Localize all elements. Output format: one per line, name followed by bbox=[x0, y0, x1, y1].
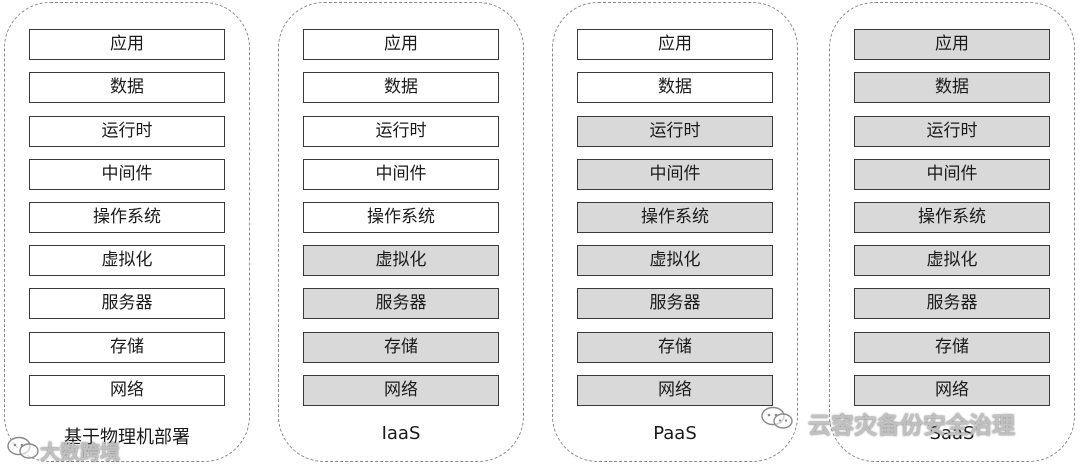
column-saas: 应用 数据 运行时 中间件 操作系统 虚拟化 服务器 存储 网络 SaaS bbox=[829, 2, 1075, 462]
layer-data: 数据 bbox=[303, 72, 499, 103]
layer-runtime: 运行时 bbox=[303, 116, 499, 147]
column-label: PaaS bbox=[653, 423, 697, 444]
layer-storage: 存储 bbox=[303, 332, 499, 363]
column-label: IaaS bbox=[381, 423, 421, 444]
layer-servers: 服务器 bbox=[854, 288, 1050, 319]
column-physical: 应用 数据 运行时 中间件 操作系统 虚拟化 服务器 存储 网络 基于物理机部署 bbox=[4, 2, 250, 462]
layer-middleware: 中间件 bbox=[854, 159, 1050, 190]
layer-virtualization: 虚拟化 bbox=[303, 245, 499, 276]
layer-storage: 存储 bbox=[577, 332, 773, 363]
layer-virtualization: 虚拟化 bbox=[29, 245, 225, 276]
watermark-left: 大数跨境 bbox=[40, 440, 120, 464]
column-label: 基于物理机部署 bbox=[64, 427, 190, 448]
watermark-right: 云容灾备份安全治理 bbox=[808, 413, 1015, 439]
column-paas: 应用 数据 运行时 中间件 操作系统 虚拟化 服务器 存储 网络 PaaS bbox=[552, 2, 798, 462]
layer-data: 数据 bbox=[577, 72, 773, 103]
layer-application: 应用 bbox=[303, 29, 499, 60]
layer-servers: 服务器 bbox=[577, 288, 773, 319]
layer-virtualization: 虚拟化 bbox=[854, 245, 1050, 276]
layer-servers: 服务器 bbox=[29, 288, 225, 319]
layer-os: 操作系统 bbox=[303, 202, 499, 233]
layer-middleware: 中间件 bbox=[577, 159, 773, 190]
column-label: SaaS bbox=[929, 423, 975, 444]
layer-os: 操作系统 bbox=[854, 202, 1050, 233]
column-iaas: 应用 数据 运行时 中间件 操作系统 虚拟化 服务器 存储 网络 IaaS bbox=[278, 2, 524, 462]
layer-middleware: 中间件 bbox=[29, 159, 225, 190]
layer-virtualization: 虚拟化 bbox=[577, 245, 773, 276]
layer-application: 应用 bbox=[854, 29, 1050, 60]
layer-servers: 服务器 bbox=[303, 288, 499, 319]
layer-data: 数据 bbox=[854, 72, 1050, 103]
layer-data: 数据 bbox=[29, 72, 225, 103]
layer-network: 网络 bbox=[854, 375, 1050, 406]
layer-runtime: 运行时 bbox=[854, 116, 1050, 147]
layer-storage: 存储 bbox=[854, 332, 1050, 363]
layer-runtime: 运行时 bbox=[577, 116, 773, 147]
wechat-icon bbox=[7, 436, 39, 459]
layer-os: 操作系统 bbox=[577, 202, 773, 233]
layer-storage: 存储 bbox=[29, 332, 225, 363]
layer-application: 应用 bbox=[577, 29, 773, 60]
wechat-icon bbox=[761, 406, 793, 429]
layer-runtime: 运行时 bbox=[29, 116, 225, 147]
layer-network: 网络 bbox=[303, 375, 499, 406]
layer-network: 网络 bbox=[29, 375, 225, 406]
layer-application: 应用 bbox=[29, 29, 225, 60]
layer-middleware: 中间件 bbox=[303, 159, 499, 190]
layer-network: 网络 bbox=[577, 375, 773, 406]
layer-os: 操作系统 bbox=[29, 202, 225, 233]
